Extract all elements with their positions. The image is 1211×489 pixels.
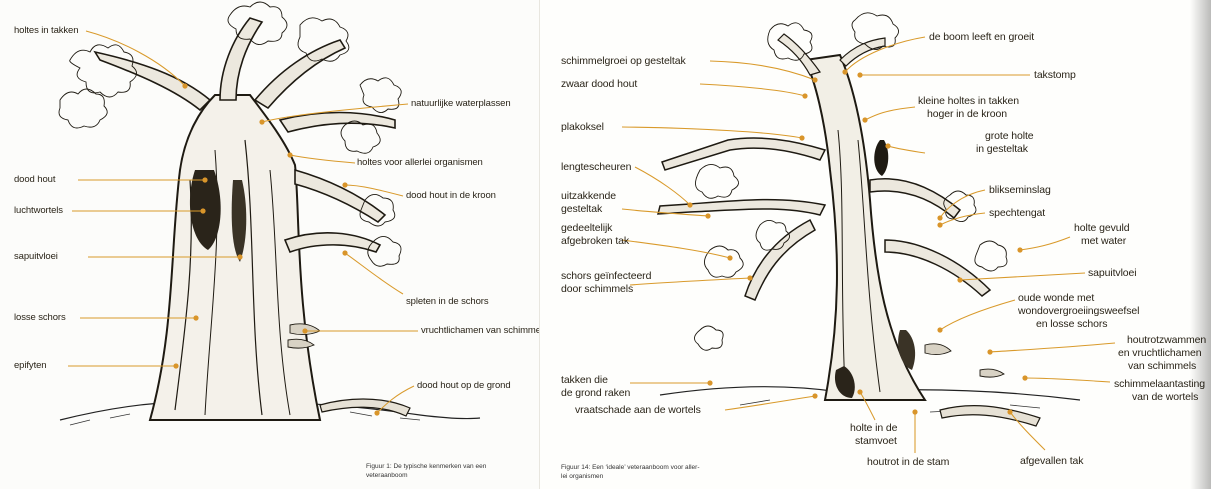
label-natuurlijke-waterplassen: natuurlijke waterplassen [411, 98, 511, 109]
label-plakoksel: plakoksel [561, 121, 604, 133]
label-luchtwortels: luchtwortels [14, 205, 63, 216]
figure-1-tree-illustration [0, 0, 539, 489]
label-takstomp: takstomp [1034, 69, 1076, 81]
label-kleine-holtes-line-2: hoger in de kroon [927, 108, 1007, 120]
label-takken-line-1: takken die [561, 374, 608, 386]
label-afgevallen-tak: afgevallen tak [1020, 455, 1083, 467]
page-gutter-shadow [1190, 0, 1211, 489]
label-uitzakkende-line-1: uitzakkende [561, 190, 616, 202]
label-sapuitvloei-right: sapuitvloei [1088, 267, 1137, 279]
label-sapuitvloei: sapuitvloei [14, 251, 58, 262]
label-houtrot-in-de-stam: houtrot in de stam [867, 456, 949, 468]
label-lengtescheuren: lengtescheuren [561, 161, 631, 173]
label-schimmelaantasting-line-2: van de wortels [1132, 391, 1198, 403]
caption-line-2: lei organismen [561, 472, 700, 481]
label-holtes-voor-allerlei-organismen: holtes voor allerlei organismen [357, 157, 483, 168]
label-grote-holte-line-2: in gesteltak [976, 143, 1028, 155]
label-dood-hout-in-de-kroon: dood hout in de kroon [406, 190, 496, 201]
label-holte-gevuld-line-1: holte gevuld [1074, 222, 1129, 234]
label-holte-in-de-stamvoet-line-2: stamvoet [855, 435, 897, 447]
label-dood-hout: dood hout [14, 174, 55, 185]
label-houtrotzwammen-line-3: van schimmels [1128, 360, 1196, 372]
label-epifyten: epifyten [14, 360, 46, 371]
label-gedeeltelijk-line-2: afgebroken tak [561, 235, 629, 247]
label-spechtengat: spechtengat [989, 207, 1045, 219]
figure-14-panel: de boom leeft en groeit schimmelgroei op… [539, 0, 1211, 489]
label-kleine-holtes-line-1: kleine holtes in takken [918, 95, 1019, 107]
figure-14-caption: Figuur 14: Een ‘ideale’ veteraanboom voo… [561, 463, 700, 481]
caption-line-1: Figuur 1: De typische kenmerken van een [366, 462, 486, 471]
label-schors-line-1: schors geïnfecteerd [561, 270, 651, 282]
label-de-boom-leeft-en-groeit: de boom leeft en groeit [929, 31, 1034, 43]
label-dood-hout-op-de-grond: dood hout op de grond [417, 380, 511, 391]
caption-line-1: Figuur 14: Een ‘ideale’ veteraanboom voo… [561, 463, 700, 472]
label-spleten-in-de-schors: spleten in de schors [406, 296, 489, 307]
label-takken-line-2: de grond raken [561, 387, 630, 399]
label-gedeeltelijk-line-1: gedeeltelijk [561, 222, 612, 234]
label-oude-wonde-line-3: en losse schors [1036, 318, 1107, 330]
label-oude-wonde-line-1: oude wonde met [1018, 292, 1094, 304]
label-holtes-in-takken: holtes in takken [14, 25, 78, 36]
label-uitzakkende-line-2: gesteltak [561, 203, 602, 215]
label-vraatschade-aan-de-wortels: vraatschade aan de wortels [575, 404, 701, 416]
label-schimmelgroei-op-gesteltak: schimmelgroei op gesteltak [561, 55, 686, 67]
label-oude-wonde-line-2: wondovergroeiingsweefsel [1018, 305, 1139, 317]
leader-spleten-in-de-schors [345, 253, 403, 294]
leader-holtes-voor-allerlei [290, 155, 355, 163]
label-houtrotzwammen-line-2: en vruchtlichamen [1118, 347, 1202, 359]
label-losse-schors: losse schors [14, 312, 66, 323]
label-holte-gevuld-line-2: met water [1081, 235, 1126, 247]
label-grote-holte-line-1: grote holte [985, 130, 1034, 142]
figure-1-panel: holtes in takken natuurlijke waterplasse… [0, 0, 539, 489]
figure-1-caption: Figuur 1: De typische kenmerken van een … [366, 462, 486, 480]
label-schors-line-2: door schimmels [561, 283, 633, 295]
label-blikseminslag: blikseminslag [989, 184, 1051, 196]
label-holte-in-de-stamvoet-line-1: holte in de [850, 422, 897, 434]
caption-line-2: veteraanboom [366, 471, 486, 480]
label-vruchtlichamen-van-schimmels: vruchtlichamen van schimmels [421, 325, 548, 336]
label-zwaar-dood-hout: zwaar dood hout [561, 78, 637, 90]
